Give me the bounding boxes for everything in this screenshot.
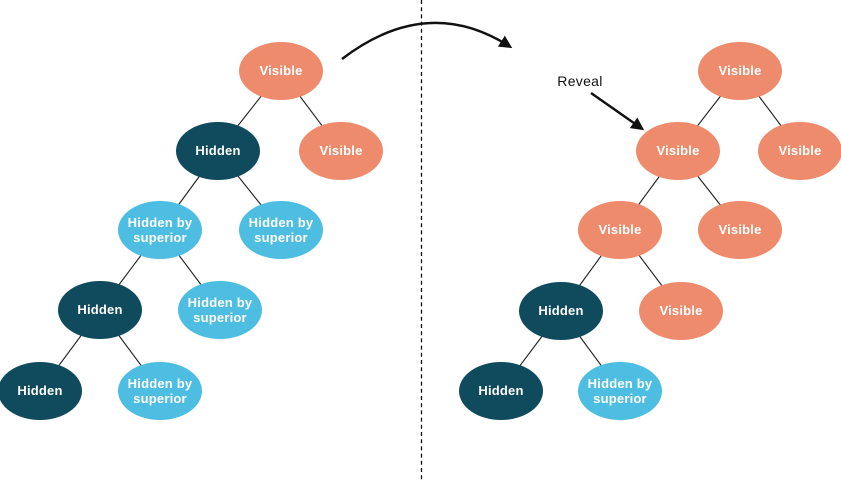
node-hidden: Hidden bbox=[58, 281, 142, 339]
node-visible: Visible bbox=[639, 282, 723, 340]
node-visible: Visible bbox=[299, 122, 383, 180]
node-hidden-by-superior: Hidden by superior bbox=[578, 362, 662, 420]
node-hidden-by-superior: Hidden by superior bbox=[118, 201, 202, 259]
reveal-label: Reveal bbox=[557, 73, 603, 89]
node-hidden-by-superior: Hidden by superior bbox=[178, 281, 262, 339]
node-hidden: Hidden bbox=[519, 282, 603, 340]
node-visible: Visible bbox=[239, 42, 323, 100]
node-hidden-by-superior: Hidden by superior bbox=[118, 362, 202, 420]
node-visible: Visible bbox=[758, 122, 841, 180]
node-visible: Visible bbox=[578, 201, 662, 259]
transform-arrow bbox=[341, 21, 513, 60]
node-hidden: Hidden bbox=[0, 362, 82, 420]
node-hidden: Hidden bbox=[459, 362, 543, 420]
reveal-arrow bbox=[590, 92, 645, 131]
node-visible: Visible bbox=[698, 201, 782, 259]
node-hidden-by-superior: Hidden by superior bbox=[239, 201, 323, 259]
node-hidden: Hidden bbox=[176, 122, 260, 180]
node-visible: Visible bbox=[636, 122, 720, 180]
node-visible: Visible bbox=[698, 42, 782, 100]
